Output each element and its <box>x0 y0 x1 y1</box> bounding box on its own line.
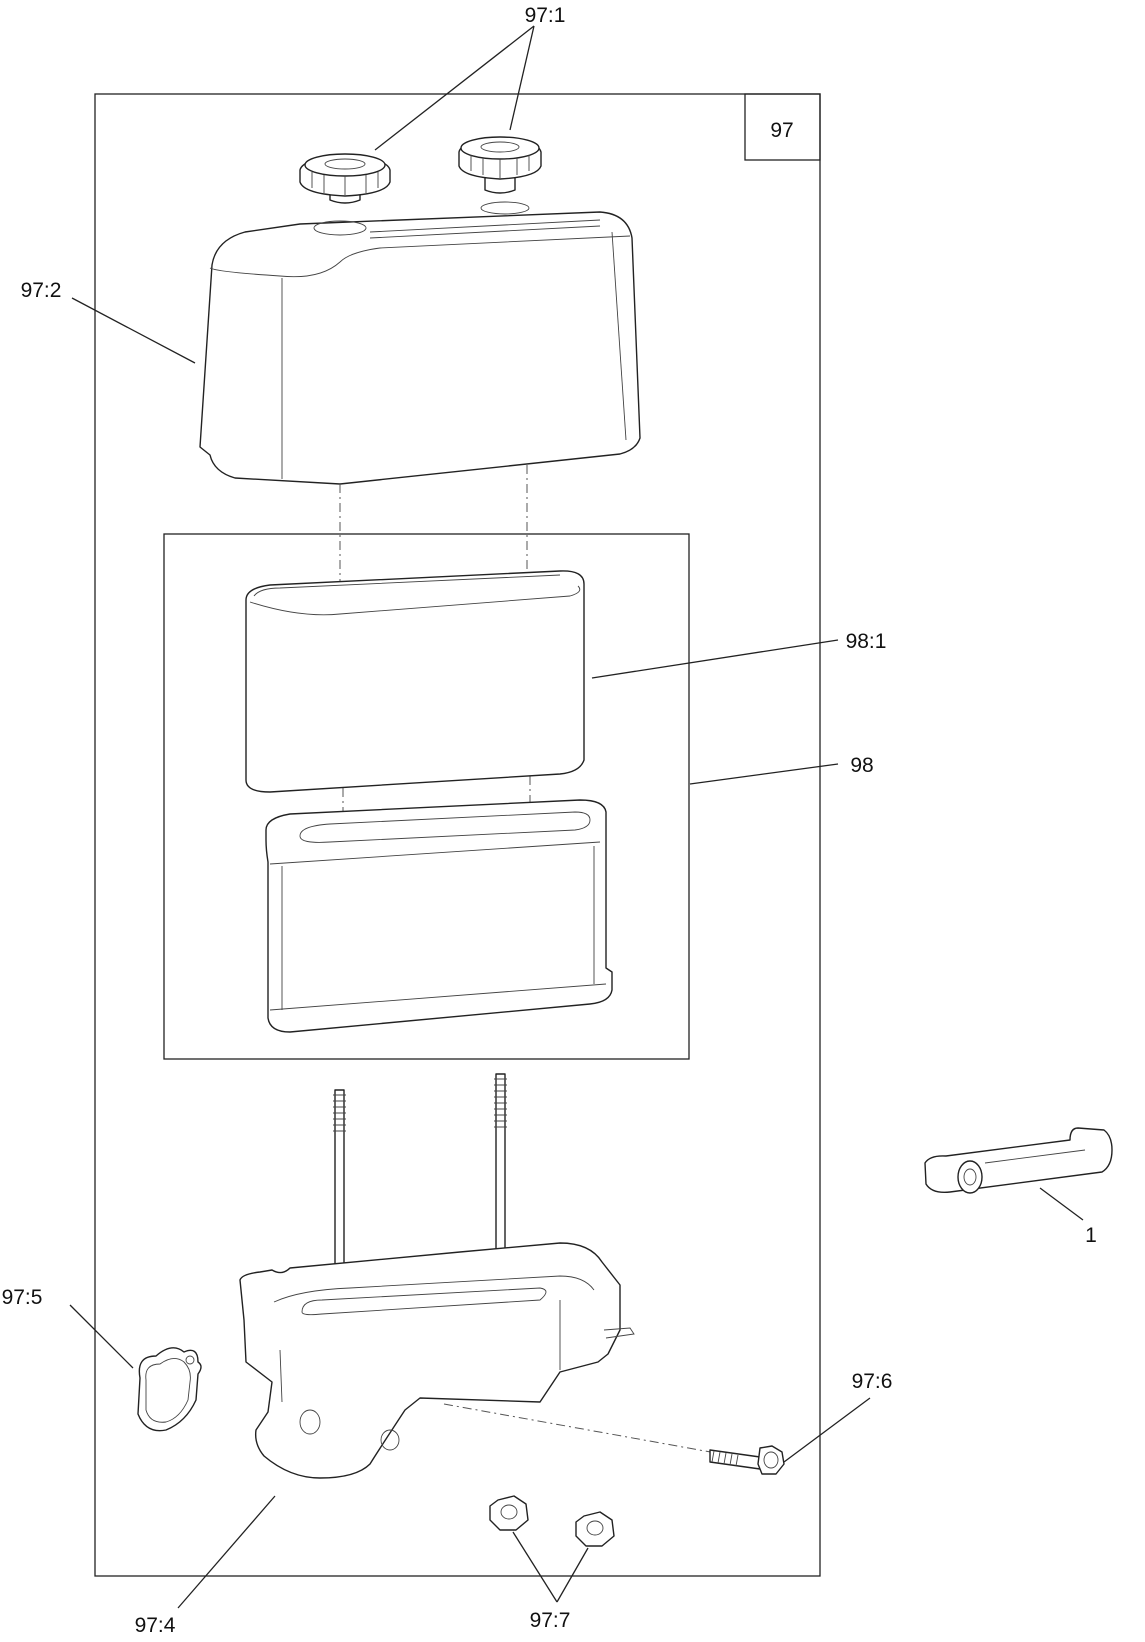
leader-97-1-right <box>509 25 535 131</box>
callout-97-2: 97:2 <box>21 279 62 302</box>
nut-left <box>489 1495 529 1531</box>
leader-97-6 <box>783 1397 871 1463</box>
gasket <box>137 1347 202 1432</box>
knob-right <box>458 136 542 194</box>
handle-rod <box>924 1127 1113 1194</box>
leader-97-4 <box>177 1495 276 1609</box>
filter-element <box>265 799 613 1033</box>
pre-cleaner-sleeve <box>245 570 585 793</box>
leader-1 <box>1039 1187 1084 1221</box>
callout-97-1: 97:1 <box>525 4 566 27</box>
assembly-97-tag-box <box>744 93 821 161</box>
assembly-97-frame <box>94 93 821 1577</box>
callout-97-6: 97:6 <box>852 1370 893 1393</box>
leader-97-7-left <box>512 1531 558 1603</box>
bolt <box>709 1445 785 1475</box>
leader-97-7-right <box>556 1547 589 1603</box>
knob-left <box>299 153 391 204</box>
alignment-line-bolt <box>443 1403 717 1454</box>
callout-97: 97 <box>770 119 793 142</box>
callout-98-1: 98:1 <box>846 630 887 653</box>
leader-97-1-left <box>374 25 535 151</box>
callout-97-5: 97:5 <box>2 1286 43 1309</box>
nut-right <box>575 1511 615 1547</box>
callout-97-4: 97:4 <box>135 1614 176 1637</box>
leader-98 <box>689 763 839 785</box>
assembly-98-frame <box>163 533 690 1060</box>
leader-98-1 <box>591 639 839 679</box>
air-filter-cover <box>199 201 641 485</box>
leader-97-5 <box>69 1304 134 1369</box>
leader-97-2 <box>71 297 196 364</box>
callout-97-7: 97:7 <box>530 1609 571 1632</box>
callout-1: 1 <box>1085 1224 1097 1247</box>
callout-98: 98 <box>850 754 873 777</box>
filter-base <box>239 1242 635 1479</box>
